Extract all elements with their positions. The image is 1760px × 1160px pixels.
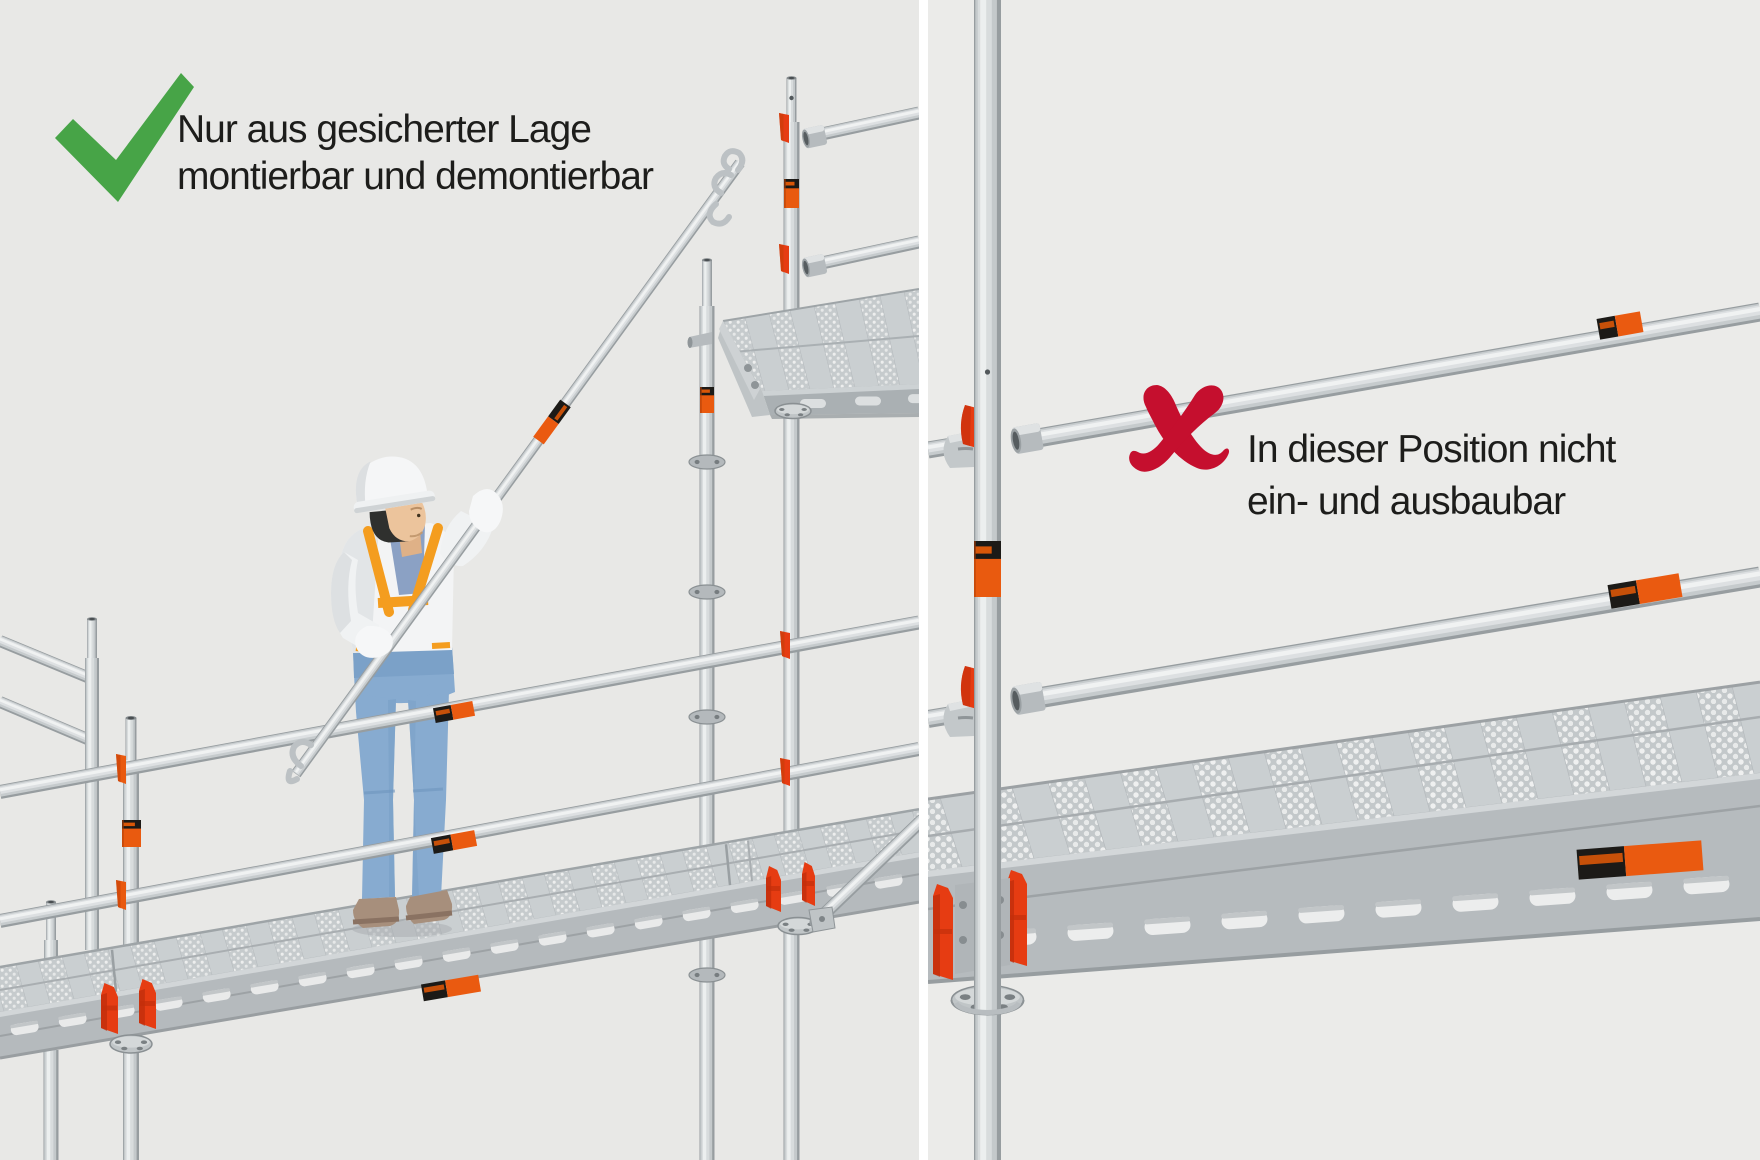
svg-text:montierbar und demontierbar: montierbar und demontierbar (177, 155, 654, 198)
svg-text:ein- und ausbaubar: ein- und ausbaubar (1247, 480, 1566, 523)
svg-text:Nur aus gesicherter Lage: Nur aus gesicherter Lage (177, 108, 591, 151)
svg-text:In dieser Position nicht: In dieser Position nicht (1247, 428, 1617, 471)
